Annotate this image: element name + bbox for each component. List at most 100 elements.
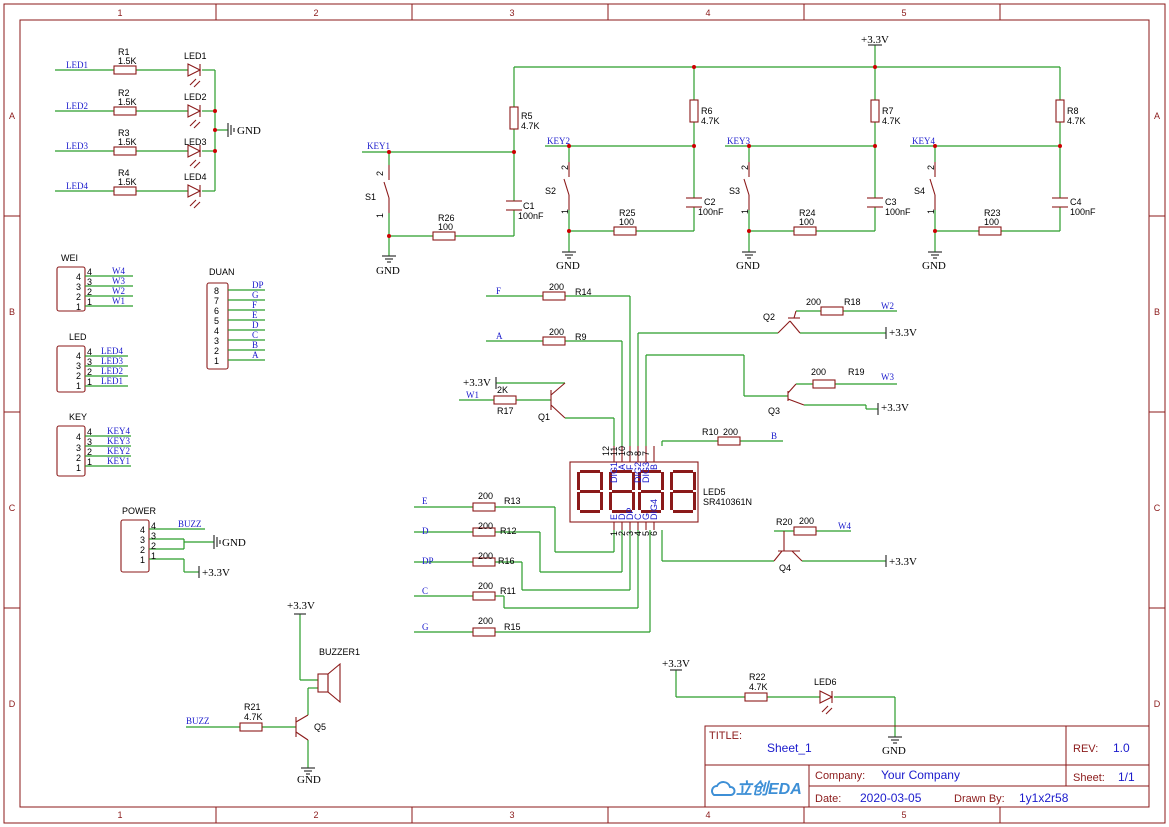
net-label: W2 — [112, 286, 125, 296]
pin-number: 4 — [87, 267, 92, 277]
net-label: W1 — [466, 390, 479, 400]
value-label: 200 — [549, 327, 564, 337]
ref-label: Q3 — [768, 406, 780, 416]
gnd-label: GND — [222, 537, 246, 549]
ref-label: LED1 — [184, 51, 207, 61]
ref-label: S2 — [545, 186, 556, 196]
pin-number: 8 — [633, 451, 643, 456]
frame-column-labels: 1 2 3 4 5 1 2 3 4 5 — [117, 8, 906, 820]
pin-number: 11 — [609, 447, 619, 456]
net-label: LED3 — [66, 141, 88, 151]
net-label: E — [422, 496, 428, 506]
pin-number: 4 — [76, 432, 81, 442]
col-label: 5 — [901, 810, 906, 820]
pin-name: G — [641, 513, 651, 520]
pin-number: 2 — [926, 165, 936, 170]
pin-number: 2 — [617, 531, 627, 536]
logo-text: 立创EDA — [736, 780, 802, 798]
ref-label: R5 — [521, 111, 533, 121]
pin-number: 4 — [140, 525, 145, 535]
pin-number: 1 — [560, 209, 570, 214]
ref-label: R24 — [799, 208, 816, 218]
power-label: +3.3V — [463, 377, 491, 389]
pin-number: 2 — [76, 371, 81, 381]
ref-label: C2 — [704, 197, 716, 207]
pin-number: 1 — [151, 551, 156, 561]
pin-number: 3 — [87, 357, 92, 367]
sheet-label: Sheet: — [1073, 772, 1105, 784]
pin-number: 12 — [601, 446, 611, 456]
pin-name: A — [617, 464, 627, 470]
net-label: KEY1 — [367, 141, 390, 151]
value-label: 100nF — [698, 207, 724, 217]
value-label: 200 — [799, 516, 814, 526]
row-label: A — [1154, 111, 1160, 121]
ref-label: R17 — [497, 406, 514, 416]
pin-name: DIG4 — [649, 499, 659, 520]
ref-label: C4 — [1070, 197, 1082, 207]
ref-label: R26 — [438, 213, 455, 223]
row-label: B — [9, 307, 15, 317]
pin-number: 1 — [740, 209, 750, 214]
pin-number: 2 — [740, 165, 750, 170]
pin-number: 1 — [926, 209, 936, 214]
power-label: +3.3V — [662, 658, 690, 670]
pin-number: 4 — [76, 272, 81, 282]
power-label: +3.3V — [881, 402, 909, 414]
rev-value: 1.0 — [1113, 741, 1130, 755]
pin-number: 4 — [87, 427, 92, 437]
sheet-value: 1/1 — [1118, 770, 1135, 784]
value-label: 1.5K — [118, 56, 137, 66]
value-label: 100 — [438, 222, 453, 232]
net-label: B — [771, 431, 777, 441]
pin-number: 1 — [214, 356, 219, 366]
net-label: KEY2 — [547, 136, 570, 146]
ref-label: R18 — [844, 297, 861, 307]
seg-top-pins: 12 11 10 9 8 7 DIG1 A F DIG2 DIG3 B — [601, 446, 659, 483]
ref-label: Q4 — [779, 563, 791, 573]
header-duan: DUAN 8 7 6 5 4 3 2 1 DP G F E D C B A — [206, 267, 265, 370]
ref-label: BUZZER1 — [319, 647, 360, 657]
ref-label: LED3 — [184, 137, 207, 147]
value-label: 100nF — [518, 211, 544, 221]
net-label: E — [252, 310, 258, 320]
ref-label: R6 — [701, 106, 713, 116]
seg-bottom-pins: 1 2 3 4 5 6 E D DP C G DIG4 — [609, 499, 659, 536]
net-label: G — [252, 290, 259, 300]
value-label: 4.7K — [701, 116, 720, 126]
pin-number: 3 — [214, 336, 219, 346]
ref-label: R25 — [619, 208, 636, 218]
ref-label: R12 — [500, 526, 517, 536]
ref-label: S4 — [914, 186, 925, 196]
company-value: Your Company — [881, 768, 960, 782]
pin-number: 2 — [87, 447, 92, 457]
pin-number: 4 — [76, 351, 81, 361]
value-label: 200 — [811, 367, 826, 377]
ref-label: R15 — [504, 622, 521, 632]
col-label: 4 — [705, 810, 710, 820]
pin-number: 4 — [151, 521, 156, 531]
ref-label: R23 — [984, 208, 1001, 218]
net-label: W3 — [112, 276, 125, 286]
ref-label: R22 — [749, 672, 766, 682]
net-label: D — [252, 320, 259, 330]
ref-label: S1 — [365, 192, 376, 202]
pin-name: F — [625, 464, 635, 470]
pin-number: 1 — [87, 297, 92, 307]
value-label: 1.5K — [118, 97, 137, 107]
value-label: 100 — [619, 217, 634, 227]
value-label: 4.7K — [749, 682, 768, 692]
display-group: 12 11 10 9 8 7 DIG1 A F DIG2 DIG3 B 1 2 … — [414, 282, 917, 637]
value-label: 200 — [478, 581, 493, 591]
pin-number: 1 — [609, 531, 619, 536]
pin-number: 1 — [76, 302, 81, 312]
value-label: 200 — [478, 521, 493, 531]
value-label: 4.7K — [1067, 116, 1086, 126]
ref-label: Q2 — [763, 312, 775, 322]
col-label: 1 — [117, 810, 122, 820]
value-label: 200 — [478, 491, 493, 501]
col-label: 5 — [901, 8, 906, 18]
ref-label: C1 — [523, 201, 535, 211]
value-label: 2K — [497, 385, 508, 395]
